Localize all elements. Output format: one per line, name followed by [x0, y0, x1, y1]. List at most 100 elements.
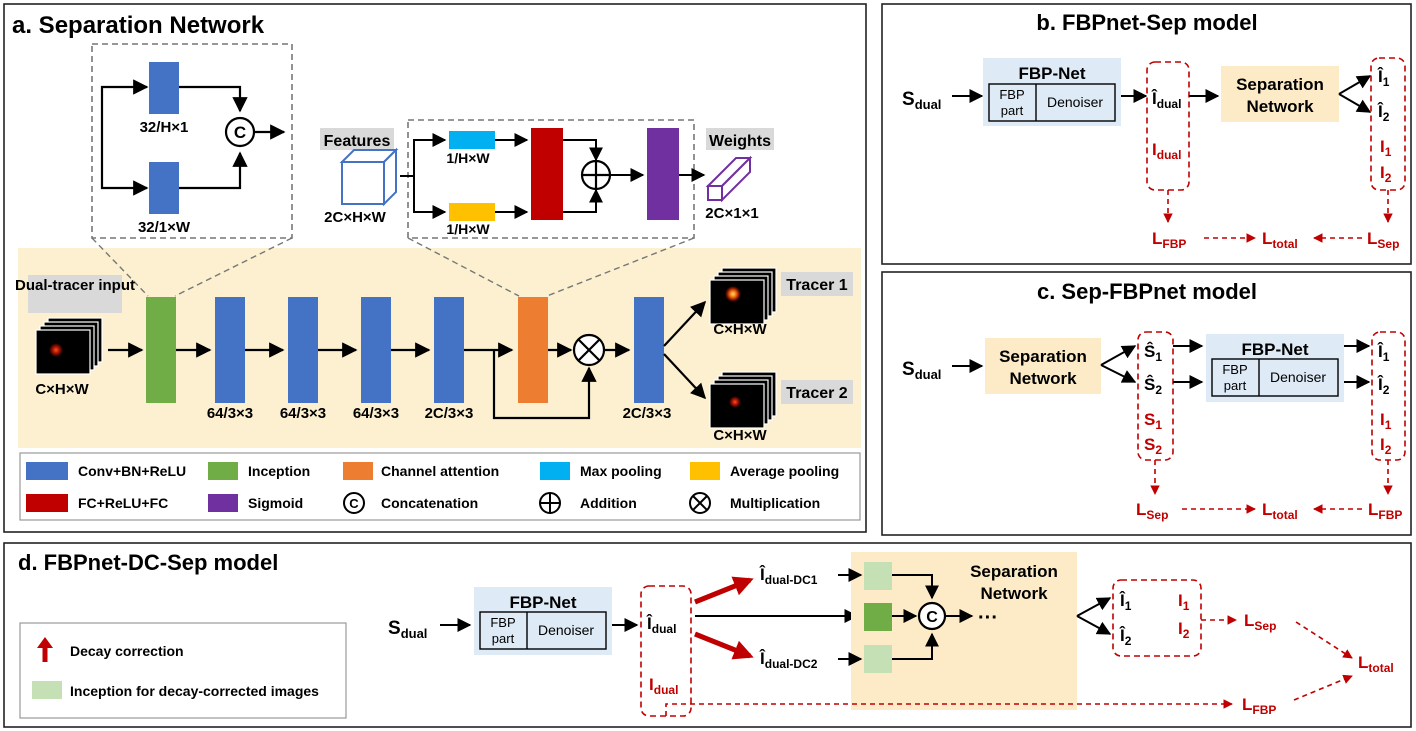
d-loss-sep: LSep: [1244, 611, 1276, 633]
d-input-s: Sdual: [388, 618, 427, 641]
b-sep-line2: Network: [1246, 97, 1314, 116]
panel-d: d. FBPnet-DC-Sep model Decay correction …: [3, 542, 1412, 728]
legend-label-concat: Concatenation: [381, 495, 478, 511]
b-separation-network: [1221, 66, 1339, 122]
conv-label-4: 2C/3×3: [425, 405, 474, 422]
panel-b-title: b. FBPnet-Sep model: [1036, 10, 1257, 35]
avgpool-block: [449, 203, 495, 221]
fc-block: [531, 128, 563, 220]
c-loss-fbp: LFBP: [1368, 500, 1402, 522]
d-hat-i2: Î2: [1119, 626, 1132, 648]
features-cube: [339, 147, 399, 207]
d-sep-line1: Separation: [970, 562, 1058, 581]
legend-label-fc: FC+ReLU+FC: [78, 495, 168, 511]
d-hat-i1: Î1: [1119, 591, 1132, 613]
features-label: Features: [324, 133, 391, 150]
panel-a-legend: Conv+BN+ReLU Inception Channel attention…: [19, 452, 861, 521]
d-concatenation-node: C: [917, 601, 947, 631]
attention-detail: Features 2C×H×W 1/H×W 1/H×W: [320, 119, 774, 239]
b-gt-i1: I1: [1380, 137, 1392, 159]
c-sep-line1: Separation: [999, 347, 1087, 366]
legend-label-decay: Decay correction: [70, 643, 184, 659]
d-fbp-part-1: FBP: [490, 615, 515, 630]
b-fbp-part-1: FBP: [999, 87, 1024, 102]
legend-label-multiplication: Multiplication: [730, 495, 820, 511]
b-fbp-net: FBP-Net FBP part Denoiser: [983, 58, 1121, 126]
b-fbp-title: FBP-Net: [1018, 64, 1085, 83]
tracer-1-output-stack: [709, 267, 777, 325]
panel-b: b. FBPnet-Sep model Sdual FBP-Net FBP pa…: [881, 3, 1412, 265]
conv-label-3: 64/3×3: [353, 405, 399, 422]
input-label: Dual-tracer input: [15, 277, 135, 294]
c-separation-network: [985, 338, 1101, 394]
legend-swatch-fc: [26, 494, 68, 512]
svg-text:C: C: [926, 609, 938, 626]
d-loss-fbp: LFBP: [1242, 695, 1276, 717]
avgpool-dim: 1/H×W: [446, 221, 490, 237]
panel-a-title: a. Separation Network: [12, 12, 265, 39]
legend-label-avgpool: Average pooling: [730, 463, 839, 479]
d-denoiser: Denoiser: [538, 622, 594, 638]
d-gt-idual: Idual: [649, 675, 678, 697]
b-loss-sep: LSep: [1367, 229, 1399, 251]
c-fbp-net: FBP-Net FBP part Denoiser: [1206, 334, 1344, 402]
conv-block-4: [434, 297, 464, 403]
panel-c-title: c. Sep-FBPnet model: [1037, 279, 1257, 304]
b-sep-line1: Separation: [1236, 75, 1324, 94]
d-gt-i1: I1: [1178, 591, 1190, 613]
b-fbp-part-2: part: [1001, 103, 1024, 118]
b-denoiser: Denoiser: [1047, 94, 1103, 110]
sigmoid-block: [647, 128, 679, 220]
d-ellipsis: ···: [978, 607, 998, 629]
tracer-2-output-stack: [709, 371, 777, 429]
tracer-1-label: Tracer 1: [786, 277, 847, 294]
channel-attention-block: [518, 297, 548, 403]
tracer-2-dim: C×H×W: [713, 427, 767, 444]
d-inception: [864, 603, 892, 631]
d-dc2: Îdual-DC2: [759, 649, 818, 671]
d-fbp-net: FBP-Net FBP part Denoiser: [474, 587, 612, 655]
d-dc1: Îdual-DC1: [759, 565, 818, 587]
conv-block-5: [634, 297, 664, 403]
maxpool-dim: 1/H×W: [446, 150, 490, 166]
conv-h-block: [149, 62, 179, 114]
legend-swatch-attention: [343, 462, 373, 480]
legend-swatch-avgpool: [690, 462, 720, 480]
conv-block-2: [288, 297, 318, 403]
conv-label-1: 64/3×3: [207, 405, 253, 422]
legend-swatch-sigmoid: [208, 494, 238, 512]
conv-h-label: 32/H×1: [140, 119, 189, 136]
c-hat-s1: Ŝ1: [1144, 342, 1162, 364]
c-denoiser: Denoiser: [1270, 369, 1326, 385]
d-fbp-title: FBP-Net: [509, 593, 576, 612]
c-input-s: Sdual: [902, 359, 941, 382]
c-hat-s2: Ŝ2: [1144, 375, 1162, 397]
conv-w-label: 32/1×W: [138, 219, 191, 236]
tracer-2-label: Tracer 2: [786, 385, 847, 402]
legend-label-addition: Addition: [580, 495, 637, 511]
svg-text:C: C: [234, 123, 246, 142]
c-hat-i2: Î2: [1377, 375, 1390, 397]
legend-swatch-dc-inception: [32, 681, 62, 699]
b-gt-i2: I2: [1380, 163, 1392, 185]
b-input-s: Sdual: [902, 89, 941, 112]
conv-w-block: [149, 162, 179, 214]
weights-vector: [705, 155, 753, 203]
conv-block-1: [215, 297, 245, 403]
decay-correction-arrow-1: [694, 576, 754, 605]
c-loss-total: Ltotal: [1262, 500, 1298, 522]
panel-c: c. Sep-FBPnet model Sdual Separation Net…: [881, 271, 1412, 536]
legend-label-attention: Channel attention: [381, 463, 499, 479]
b-hat-i2: Î2: [1377, 102, 1390, 124]
d-dc-inception-1: [864, 562, 892, 590]
d-gt-i2: I2: [1178, 619, 1190, 641]
panel-d-title: d. FBPnet-DC-Sep model: [18, 550, 278, 575]
panel-a: a. Separation Network 32/H×1 32/1×W C Fe…: [3, 3, 867, 533]
maxpool-block: [449, 131, 495, 149]
d-hat-idual: Îdual: [646, 614, 676, 636]
svg-text:C: C: [349, 496, 359, 511]
inception-block: [146, 297, 176, 403]
c-sep-line2: Network: [1009, 369, 1077, 388]
panel-d-legend: Decay correction Inception for decay-cor…: [19, 622, 347, 719]
